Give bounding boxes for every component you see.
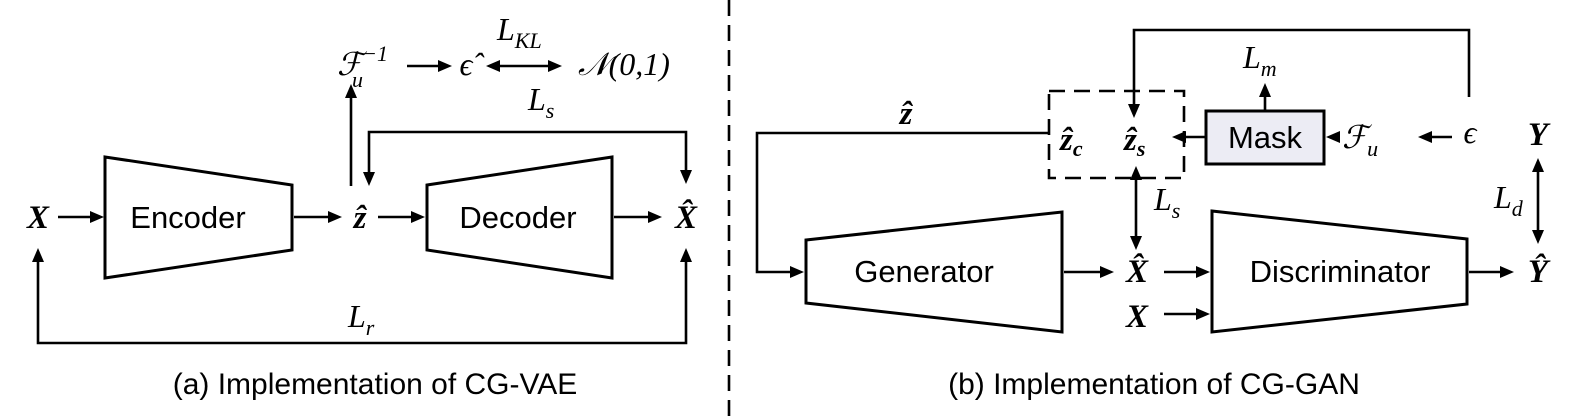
- generated-x-hat: X̂: [1125, 251, 1149, 290]
- latent-z-s: ẑs: [1123, 122, 1145, 161]
- encoder-block: [103, 155, 294, 280]
- epsilon: ϵ: [1464, 114, 1478, 150]
- panel-b-arrows: [755, 28, 1544, 320]
- loss-r-label: Lr: [347, 298, 375, 340]
- caption-b: (b) Implementation of CG-GAN: [948, 368, 1360, 401]
- loss-kl-label: LKL: [496, 11, 542, 53]
- latent-z-hat-b: ẑ: [899, 96, 914, 132]
- caption-a: (a) Implementation of CG-VAE: [173, 368, 578, 401]
- real-x: X: [1125, 299, 1149, 335]
- encoder-label: Encoder: [130, 200, 245, 235]
- loss-d-label: Ld: [1493, 179, 1524, 221]
- mask-block: [1204, 109, 1326, 166]
- real-label-y: Y: [1528, 117, 1551, 153]
- reconstruction-x-hat: X̂: [674, 197, 698, 236]
- loss-s-label-a: Ls: [527, 81, 554, 123]
- decoder-block: [425, 155, 614, 280]
- discriminator-label: Discriminator: [1250, 254, 1431, 289]
- panel-a-arrows: [32, 60, 692, 345]
- mask-label: Mask: [1228, 120, 1303, 155]
- input-x: X: [26, 200, 50, 236]
- generator-block: [804, 210, 1064, 334]
- generator-label: Generator: [854, 254, 994, 289]
- discriminator-block: [1210, 209, 1469, 334]
- loss-m-label: Lm: [1242, 39, 1277, 81]
- loss-s-label-b: Ls: [1153, 181, 1180, 223]
- latent-z-hat: ẑ: [353, 200, 368, 236]
- panel-b: Generator Discriminator Mask ẑ ẑc ẑs ℱu …: [755, 28, 1551, 401]
- decoder-label: Decoder: [459, 200, 576, 235]
- predicted-y-hat: Ŷ: [1528, 252, 1551, 290]
- latent-z-c: ẑc: [1059, 122, 1083, 161]
- transform-f-u: ℱu: [1342, 119, 1378, 161]
- epsilon-hat: ϵ̂: [460, 46, 485, 82]
- normal-distribution: 𝒩(0,1): [578, 46, 670, 82]
